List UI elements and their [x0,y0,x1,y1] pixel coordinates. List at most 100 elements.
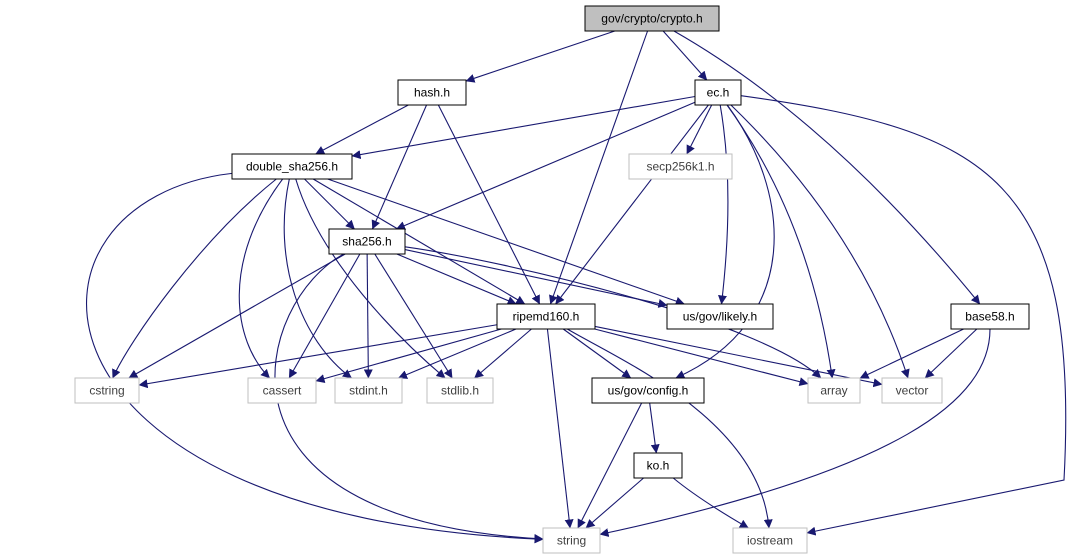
node-iostream: iostream [732,527,808,554]
node-label-hash: hash.h [414,86,450,100]
edge-double_sha256-to-sha256 [304,178,355,230]
node-box-cstring [74,377,140,404]
node-likely[interactable]: us/gov/likely.h [666,303,774,330]
node-box-likely [666,303,774,330]
edge-base58-to-string [599,328,991,537]
node-box-secp [628,153,733,180]
edge-ec-to-ripemd [555,104,709,305]
node-box-stdlib [426,377,494,404]
node-ko[interactable]: ko.h [633,452,683,479]
edge-sha256-to-cassert [288,253,361,379]
node-label-string: string [557,534,586,548]
node-sha256[interactable]: sha256.h [328,228,406,255]
edge-config-to-ko [649,402,660,454]
edge-sha256-to-cstring [128,253,346,379]
node-label-likely: us/gov/likely.h [683,310,757,324]
edge-double_sha256-to-stdint [283,178,352,379]
node-stdlib: stdlib.h [426,377,494,404]
node-label-ec: ec.h [707,86,730,100]
edge-ripemd-to-cassert [315,328,502,383]
node-box-double_sha256 [231,153,353,180]
node-box-string [542,527,601,554]
edge-double_sha256-to-stdlib [295,178,446,379]
edge-ec-to-iostream [740,95,1067,536]
node-label-array: array [820,384,847,398]
nodes-layer: gov/crypto/crypto.h hash.h ec.h double_sha2… [74,5,1030,554]
edge-ripemd-to-stdint [398,328,517,379]
edge-double_sha256-to-ripemd [312,178,526,305]
node-label-sha256: sha256.h [342,235,391,249]
node-stdint: stdint.h [334,377,403,404]
edge-ec-to-vector [730,104,910,379]
edge-ripemd-to-iostream [566,328,773,529]
node-hash[interactable]: hash.h [397,79,467,106]
edge-crypto-to-hash [465,30,616,83]
edge-double_sha256-to-string [85,172,544,544]
node-cstring: cstring [74,377,140,404]
edge-ec-to-array [726,104,836,379]
node-label-ripemd: ripemd160.h [513,310,580,324]
edge-sha256-to-array [404,246,822,379]
node-ripemd[interactable]: ripemd160.h [496,303,596,330]
edge-double_sha256-to-cstring [112,178,277,379]
node-label-config: us/gov/config.h [608,384,689,398]
node-label-stdlib: stdlib.h [441,384,479,398]
node-label-secp: secp256k1.h [646,160,714,174]
edges-layer [85,30,1067,544]
node-box-array [807,377,861,404]
node-label-double_sha256: double_sha256.h [246,160,338,174]
node-box-cassert [247,377,317,404]
node-base58[interactable]: base58.h [950,303,1030,330]
node-label-crypto: gov/crypto/crypto.h [601,12,702,26]
node-box-ec [694,79,742,106]
node-box-iostream [732,527,808,554]
edge-sha256-to-stdlib [374,253,453,379]
node-box-ripemd [496,303,596,330]
node-double_sha256[interactable]: double_sha256.h [231,153,353,180]
node-config[interactable]: us/gov/config.h [591,377,705,404]
edge-ripemd-to-string [546,328,574,529]
node-box-sha256 [328,228,406,255]
edge-ko-to-iostream [672,477,749,529]
node-box-hash [397,79,467,106]
edge-config-to-string [577,402,643,529]
edge-crypto-to-base58 [673,30,981,305]
node-label-ko: ko.h [647,459,670,473]
edge-base58-to-array [859,328,964,379]
edge-ripemd-to-vector [594,325,883,388]
node-secp: secp256k1.h [628,153,733,180]
edge-hash-to-sha256 [371,104,428,230]
node-box-stdint [334,377,403,404]
edge-ripemd-to-stdlib [474,328,532,379]
edge-sha256-to-ripemd [396,253,517,305]
edge-ripemd-to-cstring [138,324,498,389]
node-box-config [591,377,705,404]
node-label-vector: vector [896,384,929,398]
edge-sha256-to-string [274,253,544,543]
edge-ec-to-double_sha256 [351,95,696,160]
edge-hash-to-double_sha256 [315,104,409,155]
edge-double_sha256-to-cassert [238,178,284,379]
edge-double_sha256-to-likely [327,178,685,306]
edge-sha256-to-likely [404,249,668,308]
node-cassert: cassert [247,377,317,404]
edge-ec-to-sha256 [396,101,696,230]
node-label-base58: base58.h [965,310,1014,324]
edge-crypto-to-ripemd [549,30,649,305]
node-ec[interactable]: ec.h [694,79,742,106]
node-vector: vector [881,377,943,404]
node-box-crypto [584,5,720,32]
node-label-cstring: cstring [89,384,124,398]
edge-ripemd-to-array [594,328,809,387]
node-label-stdint: stdint.h [349,384,388,398]
node-box-ko [633,452,683,479]
node-crypto[interactable]: gov/crypto/crypto.h [584,5,720,32]
edge-ripemd-to-config [562,328,632,379]
node-box-base58 [950,303,1030,330]
edge-ec-to-secp [686,104,713,155]
edge-ec-to-likely [718,104,729,305]
node-label-cassert: cassert [263,384,302,398]
node-string: string [542,527,601,554]
node-box-vector [881,377,943,404]
